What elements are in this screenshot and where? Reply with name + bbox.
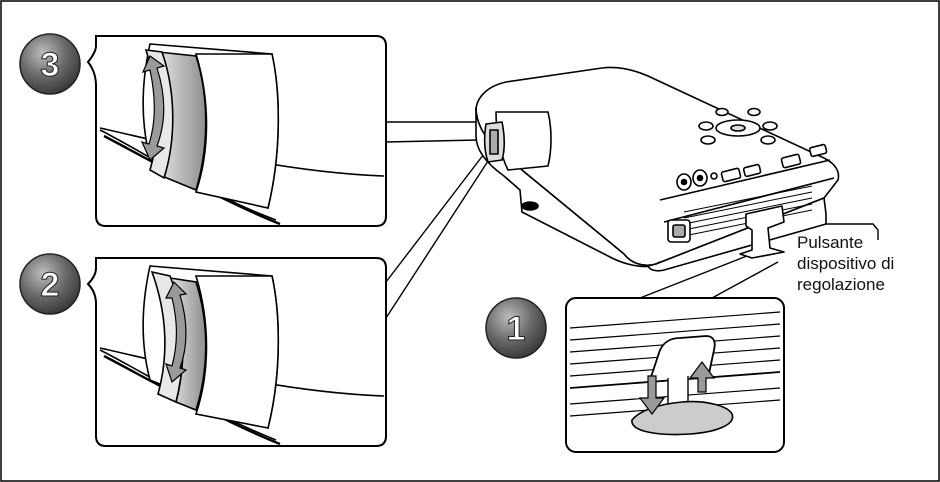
panel-adjuster-foot bbox=[565, 297, 785, 453]
callout-line-1: Pulsante bbox=[797, 233, 864, 252]
projector-adjuster-foot bbox=[739, 205, 785, 259]
adjuster-button-callout: Pulsante dispositivo di regolazione bbox=[797, 232, 937, 295]
step-badge-3-label: 3 bbox=[41, 46, 60, 84]
focus-arrow-icon bbox=[165, 280, 188, 384]
step-badge-3: 3 bbox=[19, 33, 81, 95]
callout-line-2: dispositivo di bbox=[797, 254, 895, 273]
panel-zoom-ring bbox=[86, 35, 387, 227]
foot-lower-arrow-icon bbox=[638, 375, 666, 415]
callout-line-3: regolazione bbox=[797, 275, 885, 294]
step-badge-2: 2 bbox=[19, 253, 81, 315]
control-panel bbox=[698, 107, 778, 145]
rear-connectors bbox=[676, 143, 828, 191]
panel-focus-ring bbox=[86, 257, 387, 447]
foot-detail bbox=[569, 311, 781, 436]
projector bbox=[475, 66, 840, 272]
step-badge-1: 1 bbox=[485, 297, 547, 359]
step-badge-1-label: 1 bbox=[507, 310, 526, 348]
foot-raise-arrow-icon bbox=[688, 361, 716, 393]
zoom-arrow-icon bbox=[140, 55, 166, 161]
connector-lines bbox=[385, 121, 879, 319]
step-badge-2-label: 2 bbox=[41, 266, 60, 304]
